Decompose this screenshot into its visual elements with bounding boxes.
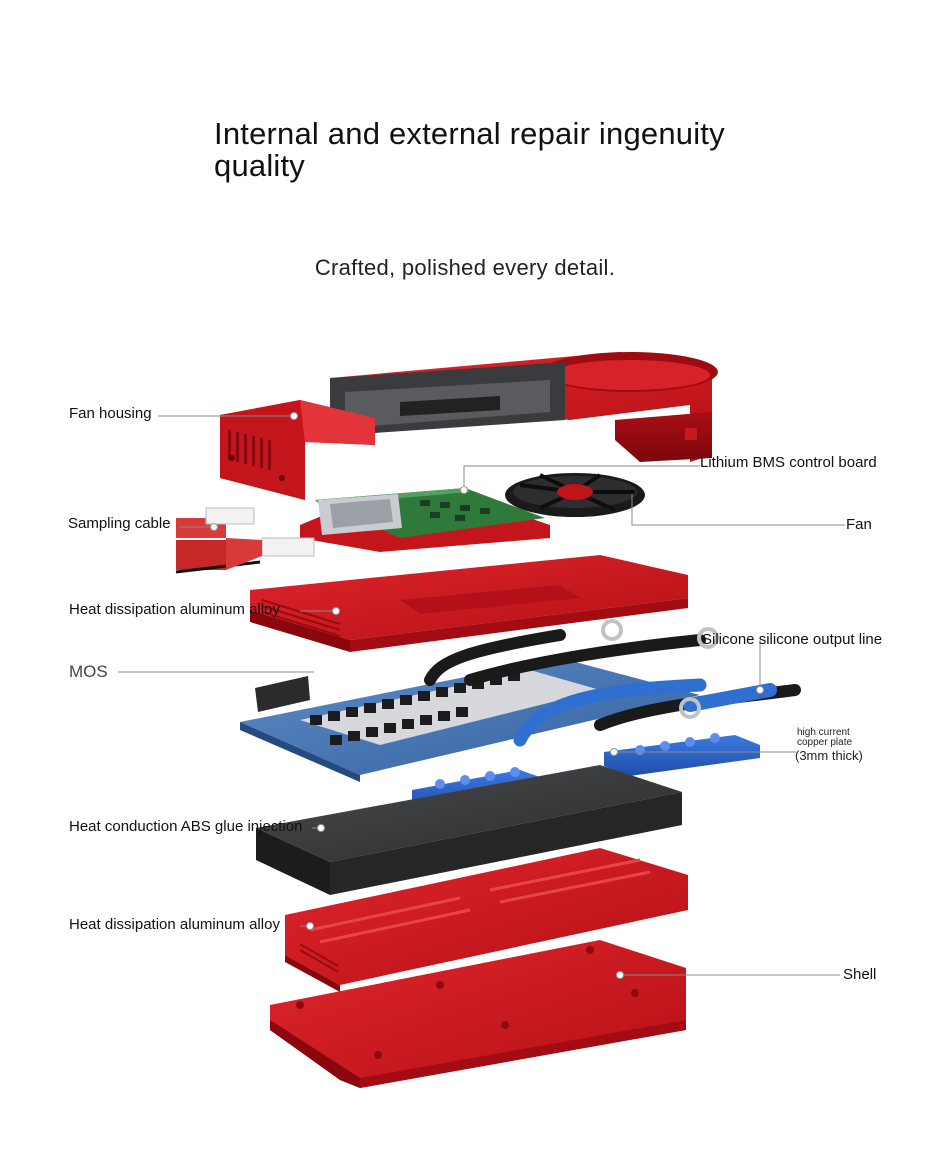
heat-sink-upper-part [250,555,688,652]
heat-sink-lower-part [285,848,688,992]
label-fan: Fan [846,516,872,533]
fan-housing-part [220,352,718,500]
bms-board-part [300,488,550,552]
label-shell: Shell [843,966,877,983]
label-heat-dissipation-upper: Heat dissipation aluminum alloy [69,601,280,618]
shell-part [270,940,686,1088]
title-line-1: Internal and external repair ingenuity [214,116,725,151]
label-high-current-2: copper plate [797,737,853,748]
abs-glue-block-part [256,765,682,895]
label-lithium-bms: Lithium BMS control board [700,454,877,471]
label-fan-housing: Fan housing [69,405,152,422]
label-thickness: (3mm thick) [795,748,863,763]
label-silicone-output: Silicone silicone output line [702,631,883,648]
title-line-2: quality [214,148,306,183]
label-high-current-1: high current [797,727,850,738]
callout-lines [118,415,845,976]
label-heat-dissipation-lower: Heat dissipation aluminum alloy [69,916,280,933]
sampling-cable-part [175,507,315,574]
label-mos: MOS [69,662,108,681]
page-title: Internal and external repair ingenuity q… [214,118,774,182]
label-sampling-cable: Sampling cable [68,515,171,532]
label-heat-conduction: Heat conduction ABS glue injection [69,818,303,835]
callout-dots [210,412,764,979]
fan-part [505,473,645,517]
page-subtitle: Crafted, polished every detail. [314,255,616,280]
mos-board-part [240,619,801,782]
